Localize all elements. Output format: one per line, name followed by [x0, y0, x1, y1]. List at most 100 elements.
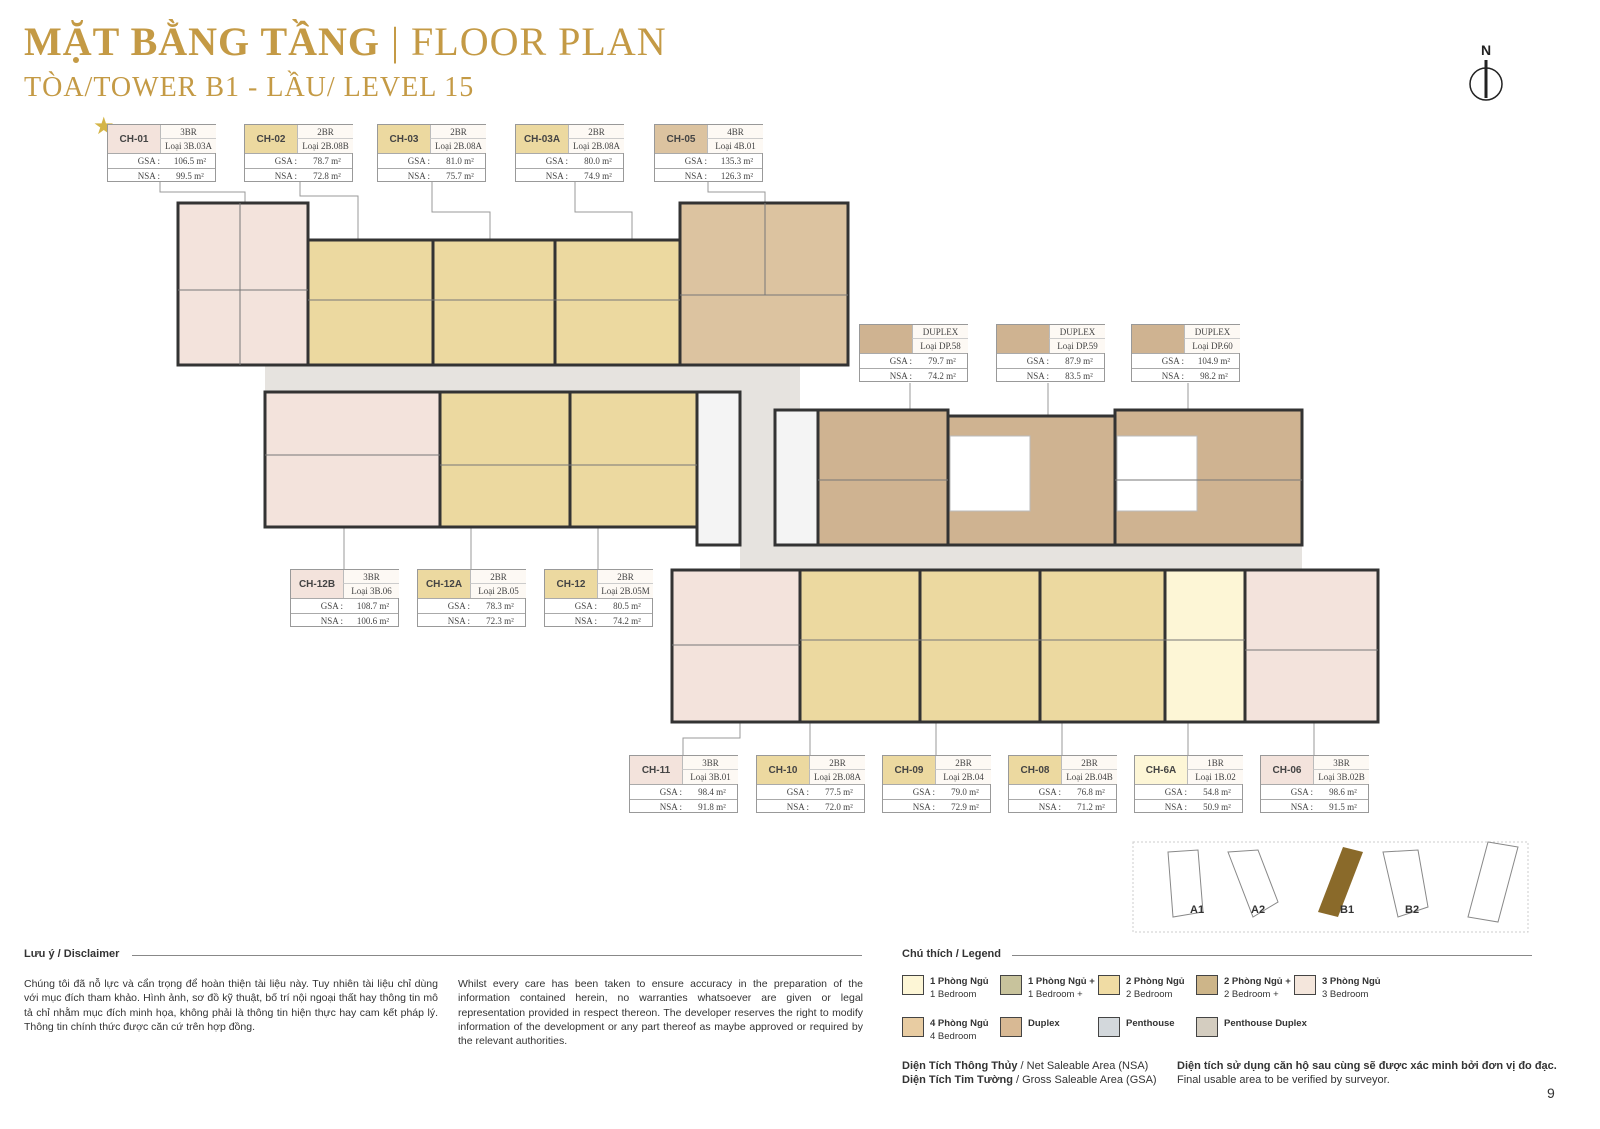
gsa-label: GSA : [684, 156, 707, 166]
unit-model: Loại 2B.05M [597, 584, 653, 598]
unit-gsa-row: GSA :80.0 m² [516, 153, 623, 168]
legend-swatch [1196, 975, 1218, 995]
disclaimer-heading: Lưu ý / Disclaimer [24, 948, 120, 960]
unit-code [997, 325, 1049, 353]
unit-nsa-row: NSA :72.9 m² [883, 799, 990, 814]
unit-gsa-row: GSA : 87.9 m² [997, 353, 1104, 368]
unit-model: Loại 2B.04B [1061, 770, 1117, 784]
unit-gsa-row: GSA :78.3 m² [418, 598, 525, 613]
unit-nsa-row: NSA :83.5 m² [997, 368, 1104, 383]
nsa-value: 75.7 m² [446, 171, 474, 181]
unit-ch-02 [306, 238, 435, 367]
unit-ch-09 [918, 568, 1042, 724]
nsa-value: 72.3 m² [486, 616, 514, 626]
disclaimer-en: Whilst every care has been taken to ensu… [458, 978, 863, 1048]
unit-gsa-row: GSA :98.4 m² [630, 784, 737, 799]
unit-code: CH-05 [655, 125, 707, 153]
unit-gsa-row: GSA :80.5 m² [545, 598, 652, 613]
unit-ch-03 [431, 238, 557, 367]
legend-item: 2 Phòng Ngủ +2 Bedroom + [1196, 975, 1291, 1001]
legend-swatch [1098, 1017, 1120, 1037]
unit-code: CH-03 [378, 125, 430, 153]
unit-model: Loại 2B.08B [297, 139, 353, 153]
unit-nsa-row: NSA :72.3 m² [418, 613, 525, 628]
unit-code: CH-06 [1261, 756, 1313, 784]
compass-label: N [1480, 42, 1492, 58]
unit-ch-10 [798, 568, 922, 724]
unit-gsa-row: GSA :98.6 m² [1261, 784, 1368, 799]
legend-label-vi: 4 Phòng Ngủ [930, 1018, 989, 1029]
keymap-label-a1: A1 [1190, 904, 1205, 916]
unit-type: 2BR [568, 125, 624, 139]
nsa-value: 83.5 m² [1065, 371, 1093, 381]
nsa-note: Diện Tích Thông Thủy / Net Saleable Area… [902, 1059, 1148, 1073]
legend-label-vi: 3 Phòng Ngủ [1322, 976, 1381, 987]
title-en: FLOOR PLAN [411, 19, 667, 64]
divider [1012, 955, 1532, 956]
legend-label-vi: Duplex [1028, 1018, 1060, 1029]
unit-model: Loại 2B.08A [809, 770, 865, 784]
unit-nsa-row: NSA :126.3 m² [655, 168, 762, 183]
unit-gsa-row: GSA : 76.8 m² [1009, 784, 1116, 799]
gsa-value: 98.6 m² [1329, 787, 1357, 797]
legend-item: Duplex [1000, 1017, 1060, 1037]
gsa-en: / Gross Saleable Area (GSA) [1012, 1074, 1157, 1086]
gsa-value: 135.3 m² [720, 156, 754, 166]
unit-nsa-row: NSA :74.2 m² [545, 613, 652, 628]
legend-swatch [1000, 1017, 1022, 1037]
nsa-value: 91.8 m² [698, 802, 726, 812]
unit-gsa-row: GSA :81.0 m² [378, 153, 485, 168]
core-right [773, 408, 820, 547]
legend-label-en: 1 Bedroom [930, 989, 977, 1000]
unit-nsa-row: NSA :99.5 m² [108, 168, 215, 183]
gsa-value: 87.9 m² [1065, 356, 1093, 366]
nsa-value: 91.5 m² [1329, 802, 1357, 812]
floor-plan [159, 182, 1380, 755]
page-title: MẶT BẰNG TẦNG | FLOOR PLAN [24, 18, 667, 65]
nsa-value: 74.9 m² [584, 171, 612, 181]
nsa-label: NSA : [1161, 371, 1184, 381]
unit-nsa-row: NSA :100.6 m² [291, 613, 398, 628]
unit-nsa-row: NSA : 91.5 m² [1261, 799, 1368, 814]
gsa-label: GSA : [574, 601, 597, 611]
unit-type: 2BR [297, 125, 353, 139]
final-area-vi: Diện tích sử dụng căn hộ sau cùng sẽ đượ… [1177, 1060, 1557, 1072]
unit-model: Loại 1B.02 [1187, 770, 1243, 784]
gsa-value: 79.0 m² [951, 787, 979, 797]
title-vi: MẶT BẰNG TẦNG [24, 19, 381, 64]
gsa-label: GSA : [1038, 787, 1061, 797]
nsa-value: 100.6 m² [356, 616, 390, 626]
unit-gsa-row: GSA : 135.3 m² [655, 153, 762, 168]
unit-gsa-row: GSA :104.9 m² [1132, 353, 1239, 368]
gsa-label: GSA : [659, 787, 682, 797]
nsa-label: NSA : [1290, 802, 1313, 812]
legend-label-en: 2 Bedroom + [1224, 989, 1279, 1000]
gsa-value: 76.8 m² [1077, 787, 1105, 797]
unit-type: 3BR [682, 756, 738, 770]
unit-type: 3BR [160, 125, 216, 139]
legend-swatch [1000, 975, 1022, 995]
unit-type: 4BR [707, 125, 763, 139]
legend-swatch [1098, 975, 1120, 995]
legend-label-en: 2 Bedroom [1126, 989, 1173, 1000]
unit-code: CH-6A [1135, 756, 1187, 784]
unit-ch-01 [176, 201, 310, 367]
gsa-label: GSA : [1026, 356, 1049, 366]
nsa-label: NSA : [407, 171, 430, 181]
nsa-label: NSA : [889, 371, 912, 381]
courtyards [949, 435, 1198, 512]
unit-code: CH-12B [291, 570, 343, 598]
nsa-label: NSA : [659, 802, 682, 812]
unit-dp-58 [816, 408, 950, 547]
nsa-label: NSA : [912, 802, 935, 812]
